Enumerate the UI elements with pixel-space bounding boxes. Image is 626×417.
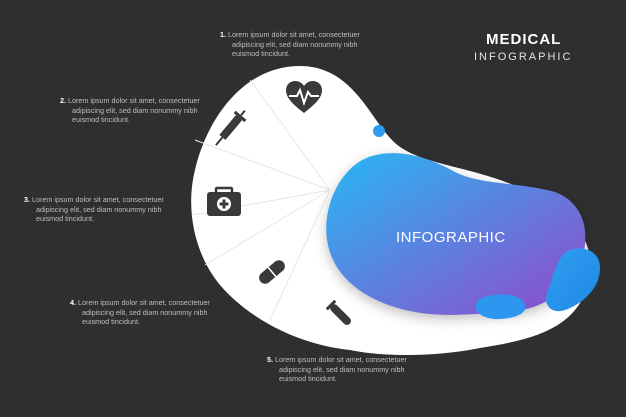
gradient-blob	[326, 153, 586, 315]
item-number: 4.	[70, 298, 76, 307]
item-line2: adipiscing elit, sed diam nonummy nibh	[72, 105, 198, 115]
list-item-2: 2.Lorem ipsum dolor sit amet, consectetu…	[60, 96, 235, 125]
item-line3: euismod tincidunt.	[279, 374, 337, 384]
item-line1: Lorem ipsum dolor sit amet, consectetuer	[68, 96, 200, 105]
list-item-4: 4.Lorem ipsum dolor sit amet, consectetu…	[70, 298, 245, 327]
item-line1: Lorem ipsum dolor sit amet, consectetuer	[78, 298, 210, 307]
list-item-3: 3.Lorem ipsum dolor sit amet, consectetu…	[24, 195, 199, 224]
list-item-5: 5.Lorem ipsum dolor sit amet, consectetu…	[267, 355, 442, 384]
accent-dot	[373, 125, 385, 137]
item-line1: Lorem ipsum dolor sit amet, consectetuer	[275, 355, 407, 364]
accent-blob-right	[545, 248, 600, 312]
item-line2: adipiscing elit, sed diam nonummy nibh	[279, 364, 405, 374]
syringe-icon	[215, 110, 247, 146]
test-tube-icon	[325, 299, 351, 325]
item-line3: euismod tincidunt.	[72, 115, 130, 125]
item-number: 1.	[220, 30, 226, 39]
item-line2: adipiscing elit, sed diam nonummy nibh	[36, 204, 162, 214]
item-number: 5.	[267, 355, 273, 364]
item-line3: euismod tincidunt.	[36, 214, 94, 224]
blob-label: INFOGRAPHIC	[396, 229, 506, 246]
item-number: 2.	[60, 96, 66, 105]
pill-capsule-icon	[259, 260, 285, 284]
item-line3: euismod tincidunt.	[82, 317, 140, 327]
item-line2: adipiscing elit, sed diam nonummy nibh	[232, 39, 358, 49]
item-number: 3.	[24, 195, 30, 204]
heart-pulse-icon	[286, 81, 322, 113]
item-line1: Lorem ipsum dolor sit amet, consectetuer	[32, 195, 164, 204]
first-aid-kit-icon	[207, 186, 241, 216]
item-line2: adipiscing elit, sed diam nonummy nibh	[82, 307, 208, 317]
header-subtitle: INFOGRAPHIC	[474, 51, 573, 63]
list-item-1: 1.Lorem ipsum dolor sit amet, consectetu…	[220, 30, 395, 59]
item-line3: euismod tincidunt.	[232, 49, 290, 59]
accent-blob-bottom	[475, 294, 526, 320]
header-title: MEDICAL	[486, 31, 562, 48]
item-line1: Lorem ipsum dolor sit amet, consectetuer	[228, 30, 360, 39]
